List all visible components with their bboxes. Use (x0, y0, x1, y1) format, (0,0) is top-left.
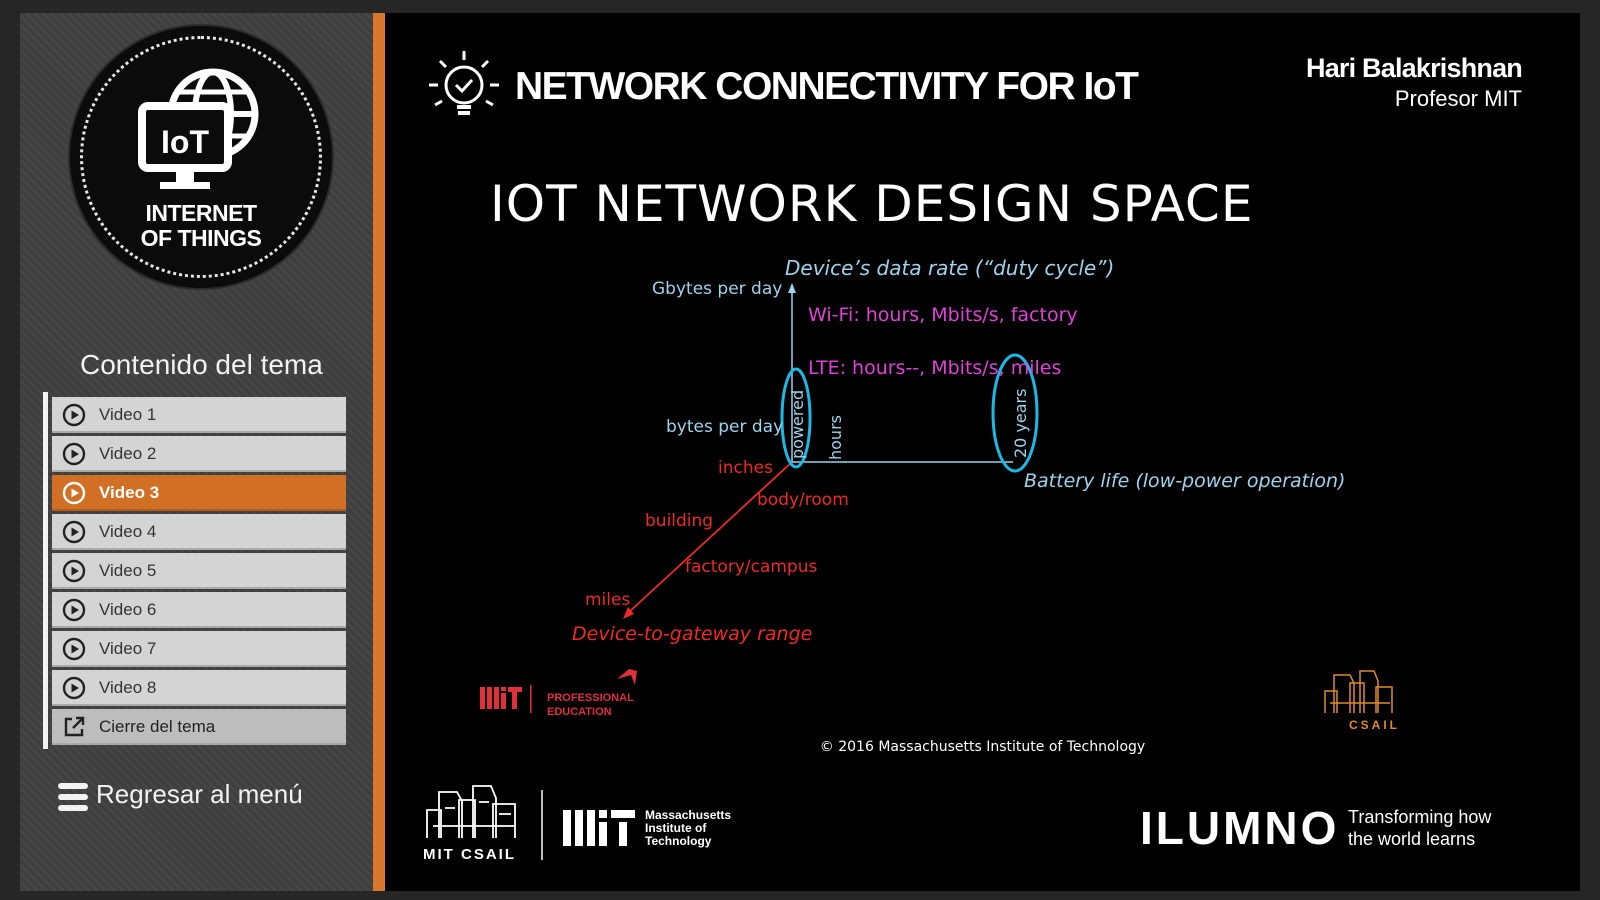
footer-logo-divider (541, 790, 543, 860)
toc-item-video-6[interactable]: Video 6 (52, 592, 346, 628)
design-space-diagram: Device’s data rate (“duty cycle”) Gbytes… (572, 256, 1345, 645)
play-circle-icon (62, 559, 86, 583)
badge-line-2: OF THINGS (140, 225, 262, 251)
toc-item-label: Video 3 (99, 483, 160, 502)
gbytes-label: Gbytes per day (652, 279, 782, 299)
play-circle-icon (62, 637, 86, 661)
badge-iot-label: IoT (161, 124, 209, 160)
play-circle-icon (62, 598, 86, 622)
powered-ellipse (780, 367, 812, 469)
ilumno-wordmark: ILUMNO (1140, 802, 1340, 854)
toc-title: Contenido del tema (80, 349, 323, 380)
mit-csail-buildings-icon (426, 785, 516, 838)
mit-csail-text: MIT CSAIL (423, 846, 516, 863)
toc-item-label: Video 7 (99, 639, 157, 658)
toc-item-video-5[interactable]: Video 5 (52, 553, 346, 589)
course-title: NETWORK CONNECTIVITY FOR IoT (515, 65, 1139, 108)
play-circle-icon (62, 520, 86, 544)
miles-label: miles (585, 590, 630, 610)
csail-buildings-icon (1324, 670, 1393, 713)
iot-globe-monitor-icon: IoT (138, 68, 259, 189)
play-circle-icon (62, 481, 86, 505)
presenter-role: Profesor MIT (1394, 86, 1522, 111)
badge-title: INTERNET OF THINGS (70, 201, 332, 251)
badge-dotted-ring (80, 36, 322, 278)
toc-item-video-7[interactable]: Video 7 (52, 631, 346, 667)
sidebar-accent-bar (373, 13, 385, 891)
toc-item-video-3[interactable]: Video 3 (52, 475, 346, 511)
building-label: building (645, 511, 713, 531)
device-range-label: Device-to-gateway range (572, 623, 812, 645)
toc-item-label: Video 6 (99, 600, 157, 619)
powered-label: powered (788, 390, 807, 459)
external-link-icon (64, 716, 85, 737)
wifi-label: Wi-Fi: hours, Mbits/s, factory (808, 304, 1078, 326)
presenter-name: Hari Balakrishnan (1306, 53, 1523, 83)
axis-arrowhead (788, 283, 796, 293)
presenter-info: Hari Balakrishnan Profesor MIT (1306, 53, 1523, 112)
toc-list: Video 1 Video 2 Video 3 Video 4 Video 5 … (52, 397, 346, 748)
battery-20-years-ellipse (991, 353, 1039, 473)
mit-institution-text: Massachusetts Institute of Technology (645, 808, 732, 848)
csail-small-text: CSAIL (1349, 718, 1400, 732)
play-circle-icon (62, 442, 86, 466)
back-to-menu-label: Regresar al menú (96, 779, 303, 809)
toc-item-video-4[interactable]: Video 4 (52, 514, 346, 550)
iot-badge: IoT INTERNET OF THINGS (70, 26, 332, 288)
toc-item-close-topic[interactable]: Cierre del tema (52, 709, 346, 745)
copyright-text: © 2016 Massachusetts Institute of Techno… (819, 739, 1146, 755)
toc-item-label: Video 5 (99, 561, 157, 580)
range-axis (627, 461, 793, 614)
toc-item-label: Cierre del tema (99, 717, 216, 736)
mit-logo-icon (480, 685, 532, 713)
ilumno-tagline: Transforming how the world learns (1348, 807, 1492, 849)
mit-wordmark-icon (563, 810, 635, 846)
lightbulb-icon (429, 51, 499, 115)
inches-label: inches (718, 458, 773, 478)
toc-item-label: Video 2 (99, 444, 157, 463)
play-circle-icon (62, 676, 86, 700)
hamburger-menu-icon (58, 783, 88, 811)
badge-line-1: INTERNET (145, 200, 258, 226)
lte-label: LTE: hours--, Mbits/s, miles (808, 357, 1061, 379)
battery-life-label: Battery life (low-power operation) (1024, 470, 1345, 492)
toc-item-video-8[interactable]: Video 8 (52, 670, 346, 706)
toc-item-video-1[interactable]: Video 1 (52, 397, 346, 433)
slide-title: IOT NETWORK DESIGN SPACE (490, 175, 1254, 233)
hours-label: hours (826, 415, 845, 460)
toc-item-label: Video 1 (99, 405, 157, 424)
play-circle-icon (62, 403, 86, 427)
duty-cycle-label: Device’s data rate (“duty cycle”) (785, 256, 1114, 280)
professional-education-text: PROFESSIONAL EDUCATION (547, 692, 634, 718)
body-room-label: body/room (757, 490, 849, 510)
range-arrowhead (623, 607, 634, 619)
factory-campus-label: factory/campus (685, 557, 817, 577)
bytes-label: bytes per day (666, 417, 783, 437)
pe-swoosh-icon (617, 669, 637, 685)
twenty-years-label: 20 years (1011, 389, 1030, 458)
toc-item-label: Video 4 (99, 522, 157, 541)
toc-accent-line (43, 392, 48, 749)
toc-item-video-2[interactable]: Video 2 (52, 436, 346, 472)
toc-item-label: Video 8 (99, 678, 157, 697)
video-slide: NETWORK CONNECTIVITY FOR IoT Hari Balakr… (385, 13, 1580, 891)
